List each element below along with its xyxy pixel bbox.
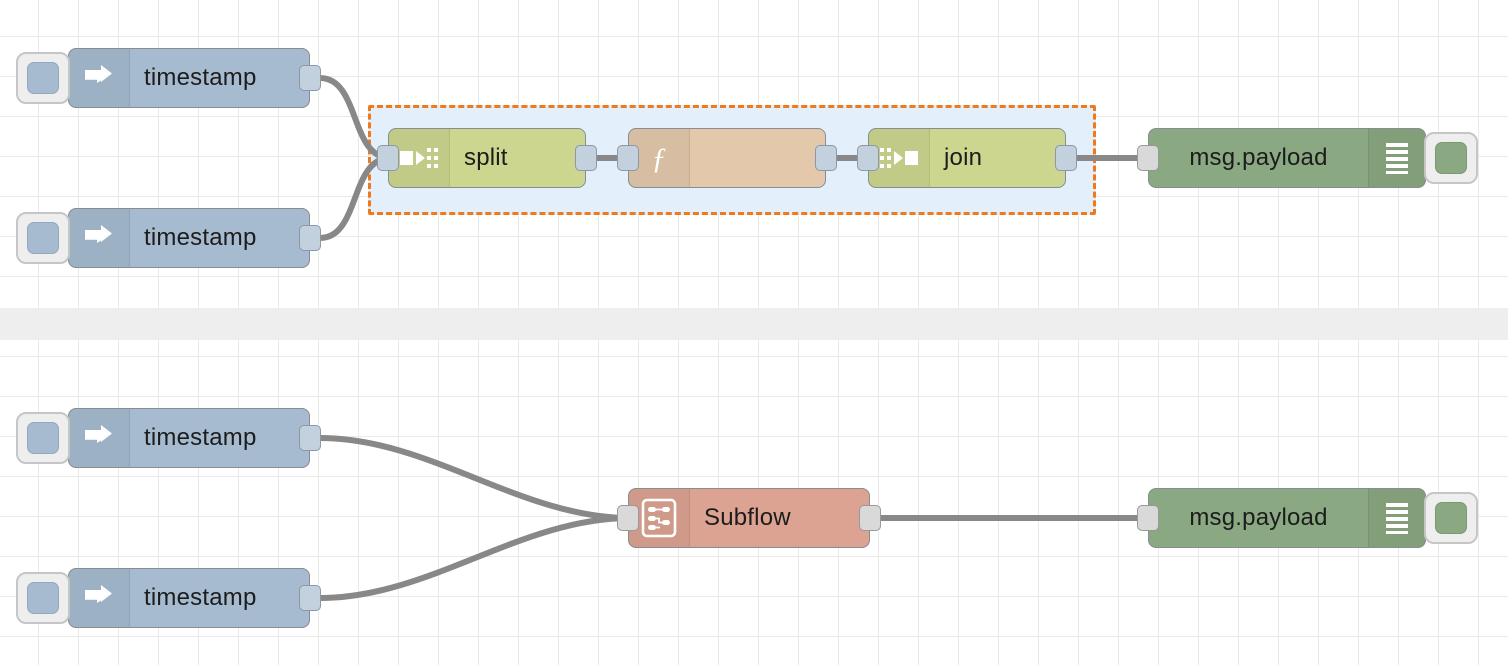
inject-button-knob — [27, 62, 59, 94]
inject-button-knob — [27, 422, 59, 454]
split-icon — [389, 129, 450, 187]
node-debug-msg-payload-2[interactable]: msg.payload — [1137, 488, 1478, 548]
node-label: timestamp — [144, 584, 257, 611]
node-split[interactable]: split — [377, 128, 597, 188]
node-label — [690, 129, 825, 187]
svg-text:ƒ: ƒ — [652, 142, 667, 175]
node-label: split — [464, 144, 508, 171]
debug-lines-icon — [1368, 129, 1425, 187]
node-debug-msg-payload-1[interactable]: msg.payload — [1137, 128, 1478, 188]
node-inject-timestamp-3[interactable]: timestamp — [16, 408, 321, 468]
output-port[interactable] — [859, 505, 881, 531]
inject-button-2[interactable] — [16, 212, 70, 264]
subflow-icon — [629, 489, 690, 547]
output-port[interactable] — [575, 145, 597, 171]
output-port[interactable] — [815, 145, 837, 171]
node-inject-timestamp-2[interactable]: timestamp — [16, 208, 321, 268]
input-port[interactable] — [377, 145, 399, 171]
debug-toggle-button-2[interactable] — [1424, 492, 1478, 544]
wire-inject3-subflow — [317, 435, 633, 521]
node-join[interactable]: join — [857, 128, 1077, 188]
input-port[interactable] — [617, 145, 639, 171]
inject-button-knob — [27, 222, 59, 254]
node-subflow[interactable]: Subflow — [617, 488, 881, 548]
arrow-right-icon — [69, 569, 130, 627]
inject-button-3[interactable] — [16, 412, 70, 464]
output-port[interactable] — [1055, 145, 1077, 171]
input-port[interactable] — [1137, 505, 1159, 531]
node-label: timestamp — [144, 424, 257, 451]
flow-separator-band — [0, 308, 1508, 340]
node-function[interactable]: ƒ — [617, 128, 837, 188]
node-label: timestamp — [144, 64, 257, 91]
input-port[interactable] — [857, 145, 879, 171]
debug-toggle-knob — [1435, 142, 1467, 174]
debug-toggle-knob — [1435, 502, 1467, 534]
arrow-right-icon — [69, 209, 130, 267]
debug-toggle-button-1[interactable] — [1424, 132, 1478, 184]
arrow-right-icon — [69, 409, 130, 467]
input-port[interactable] — [617, 505, 639, 531]
input-port[interactable] — [1137, 145, 1159, 171]
output-port[interactable] — [299, 425, 321, 451]
node-label: timestamp — [144, 224, 257, 251]
output-port[interactable] — [299, 585, 321, 611]
node-label: msg.payload — [1189, 144, 1328, 171]
join-icon — [869, 129, 930, 187]
node-inject-timestamp-4[interactable]: timestamp — [16, 568, 321, 628]
wire-inject4-subflow — [317, 515, 633, 601]
function-icon: ƒ — [629, 129, 690, 187]
output-port[interactable] — [299, 65, 321, 91]
inject-button-1[interactable] — [16, 52, 70, 104]
inject-button-knob — [27, 582, 59, 614]
output-port[interactable] — [299, 225, 321, 251]
node-label: Subflow — [704, 504, 791, 531]
arrow-right-icon — [69, 49, 130, 107]
node-label: msg.payload — [1189, 504, 1328, 531]
inject-button-4[interactable] — [16, 572, 70, 624]
node-inject-timestamp-1[interactable]: timestamp — [16, 48, 321, 108]
node-label: join — [944, 144, 983, 171]
debug-lines-icon — [1368, 489, 1425, 547]
